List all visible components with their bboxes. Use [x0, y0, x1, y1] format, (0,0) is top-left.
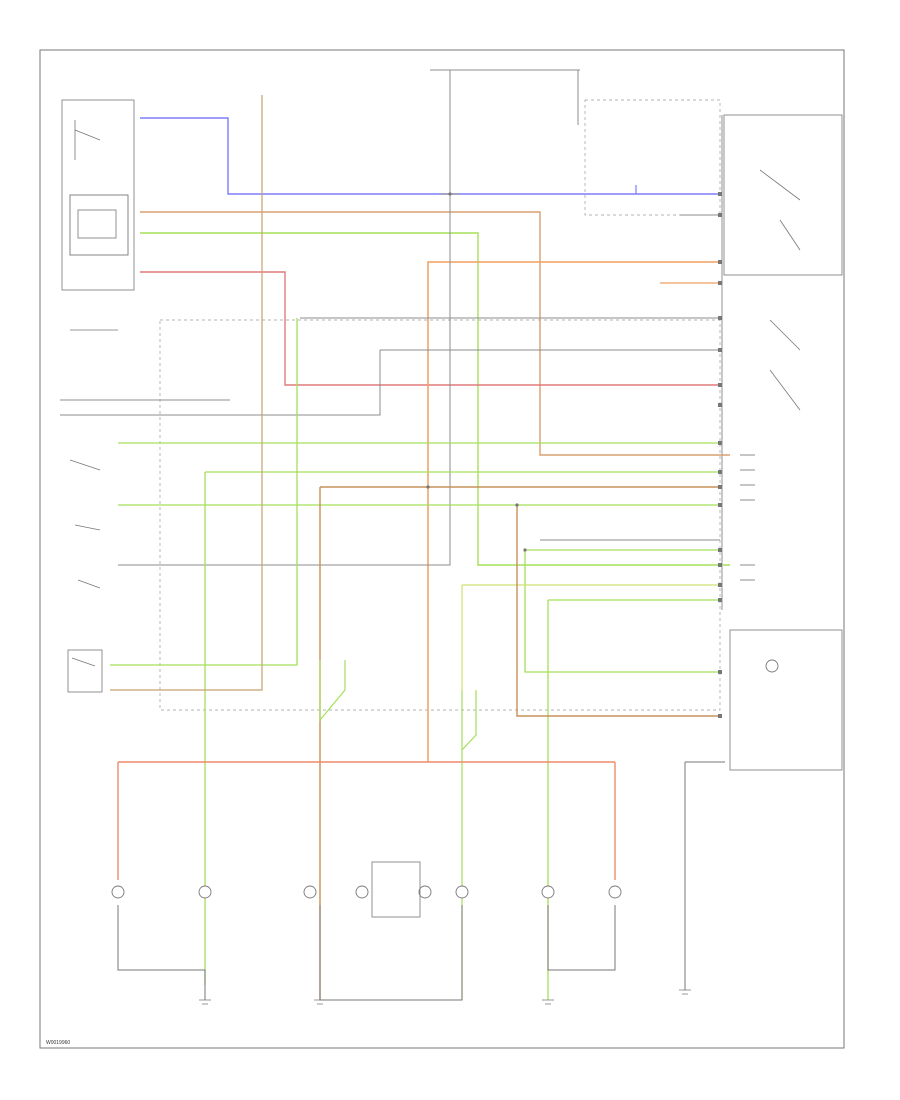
footer-code: W0019960 — [46, 1040, 70, 1046]
lower-left-switch-block — [67, 459, 103, 693]
wire-bottom-bus — [117, 761, 616, 880]
wire-orange-bus — [427, 261, 720, 762]
combination-switch-module — [61, 99, 135, 331]
wire-green-6 — [524, 549, 720, 673]
wire-brown-1 — [140, 211, 730, 456]
wire-blue — [140, 117, 720, 195]
wire-green-trailer — [319, 660, 346, 722]
wire-yellowgreen — [461, 584, 720, 690]
dashed-module-outline-top — [584, 99, 721, 216]
wire-brown-2 — [319, 486, 720, 1000]
wire-green-1 — [140, 232, 730, 566]
wire-brown-4 — [110, 95, 263, 691]
wire-green-8 — [461, 690, 477, 1000]
ground-symbols — [199, 989, 691, 1005]
diagram-frame — [39, 49, 845, 1049]
wire-green-7 — [547, 599, 720, 1000]
ground-wires — [117, 761, 725, 1001]
wire-green-5 — [110, 318, 298, 666]
right-module-boxes — [721, 114, 843, 771]
dashed-module-outline-bottom — [159, 319, 721, 711]
wire-gray-2 — [60, 349, 720, 416]
wire-gray-right-2 — [540, 454, 755, 581]
lamp-row — [111, 861, 622, 918]
wire-gray-vertical-center — [118, 70, 451, 566]
connector-ticks — [426, 192, 722, 718]
wire-brown-3 — [516, 505, 720, 717]
wire-green-4 — [204, 471, 720, 985]
wire-red-1 — [140, 271, 720, 386]
